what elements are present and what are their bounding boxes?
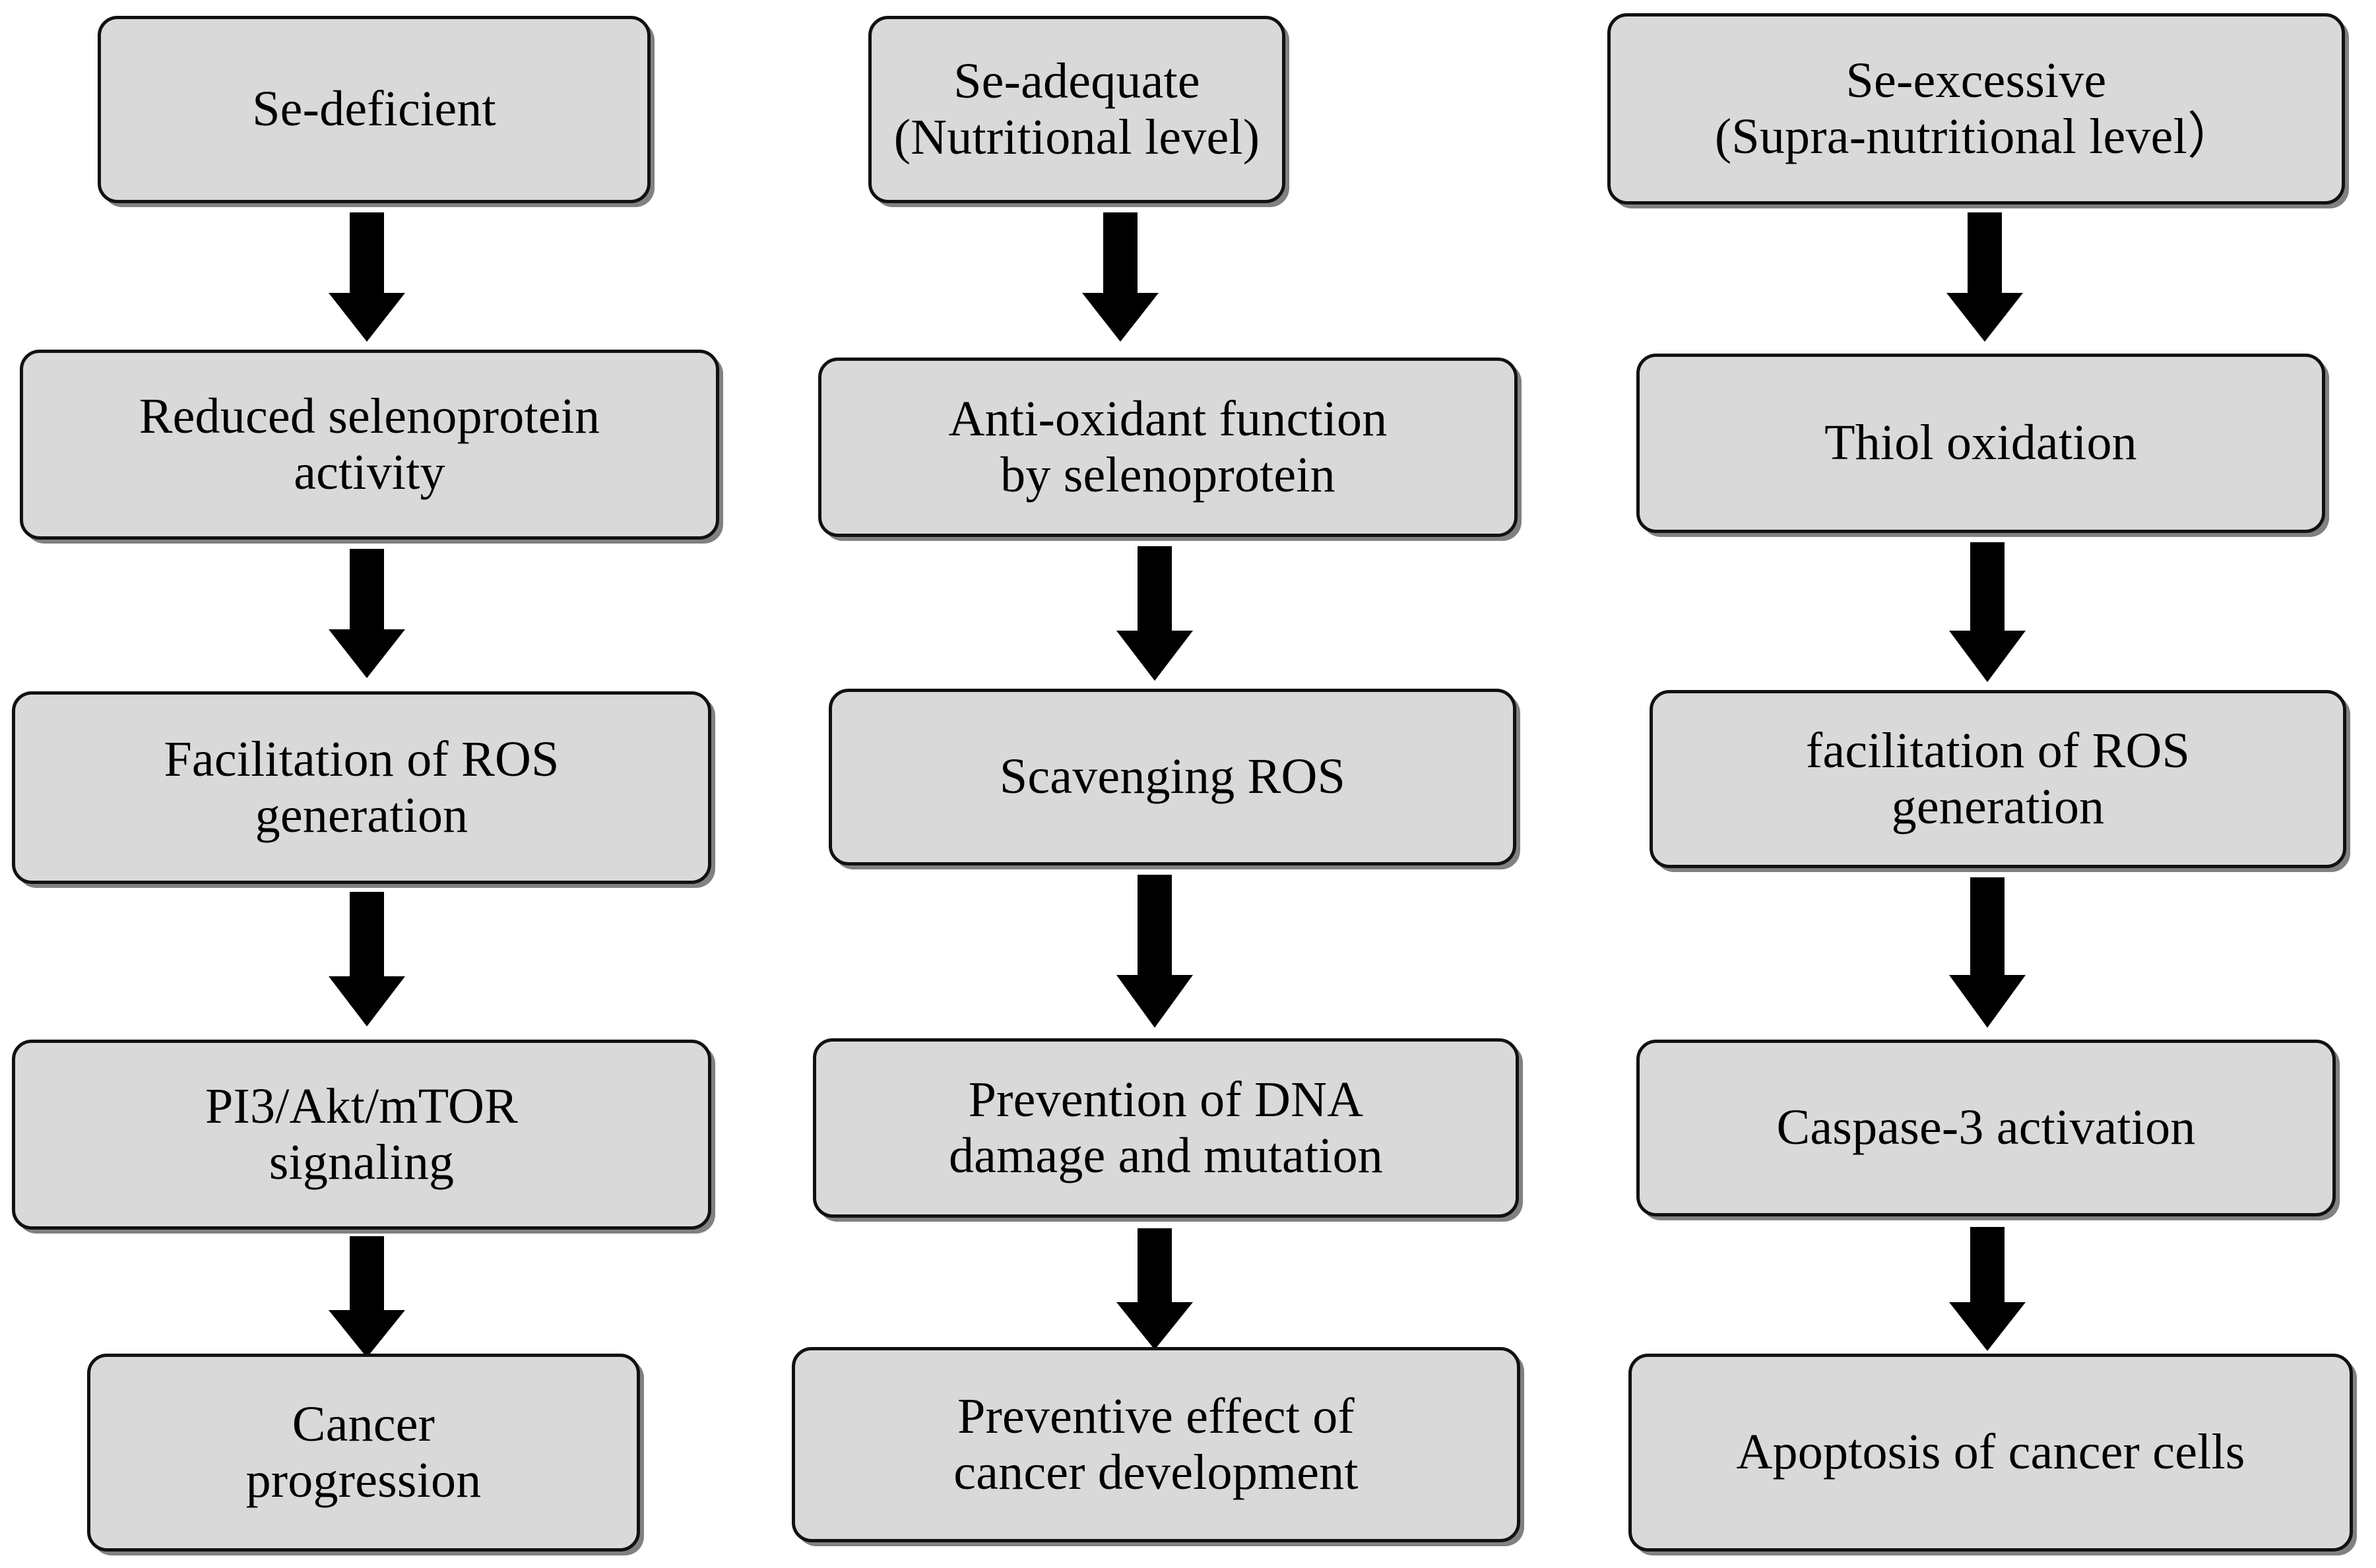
flow-arrow-down-icon — [329, 1236, 405, 1358]
flow-arrow-down-icon — [1116, 875, 1193, 1028]
flow-node-se-deficient[interactable]: Se-deficient — [98, 16, 651, 203]
flow-arrow-down-icon — [1949, 877, 2026, 1028]
flow-node-label: Prevention of DNA damage and mutation — [948, 1071, 1384, 1183]
flow-arrow-down-icon — [329, 892, 405, 1026]
flow-node-se-adequate[interactable]: Se-adequate (Nutritional level) — [868, 16, 1285, 203]
flow-node-label: Anti-oxidant function by selenoprotein — [948, 391, 1388, 503]
flow-arrow-down-icon — [1949, 542, 2026, 682]
flow-node-se-excessive[interactable]: Se-excessive (Supra-nutritional level） — [1607, 13, 2345, 204]
flow-node-label: Caspase-3 activation — [1776, 1100, 2196, 1156]
flow-node-preventive-effect-of-cancer-development[interactable]: Preventive effect of cancer development — [792, 1347, 1520, 1542]
flow-node-label: Reduced selenoprotein activity — [139, 388, 600, 500]
flow-node-apoptosis-of-cancer-cells[interactable]: Apoptosis of cancer cells — [1628, 1354, 2353, 1552]
flow-node-label: Se-adequate (Nutritional level) — [893, 53, 1260, 165]
flow-node-label: Se-excessive (Supra-nutritional level） — [1714, 52, 2238, 164]
flow-node-facilitation-of-ros-generation[interactable]: Facilitation of ROS generation — [12, 691, 711, 884]
flow-arrow-down-icon — [1946, 212, 2023, 342]
flow-node-label: PI3/Akt/mTOR signaling — [205, 1078, 518, 1190]
flow-node-cancer-progression[interactable]: Cancer progression — [87, 1354, 640, 1552]
flow-node-label: Apoptosis of cancer cells — [1736, 1424, 2245, 1480]
flow-node-scavenging-ros[interactable]: Scavenging ROS — [829, 689, 1516, 865]
flow-arrow-down-icon — [1082, 212, 1159, 342]
flow-node-label: facilitation of ROS generation — [1805, 722, 2191, 834]
flow-node-pi3-akt-mtor-signaling[interactable]: PI3/Akt/mTOR signaling — [12, 1040, 711, 1230]
flow-node-label: Cancer progression — [245, 1396, 482, 1508]
flow-node-anti-oxidant-function-by-selenoprotein[interactable]: Anti-oxidant function by selenoprotein — [818, 358, 1518, 537]
flow-arrow-down-icon — [329, 212, 405, 342]
flow-arrow-down-icon — [1116, 546, 1193, 681]
flow-node-label: Thiol oxidation — [1824, 415, 2137, 471]
flow-node-thiol-oxidation[interactable]: Thiol oxidation — [1636, 354, 2325, 533]
flow-node-prevention-of-dna-damage-and-mutation[interactable]: Prevention of DNA damage and mutation — [813, 1038, 1519, 1218]
flow-node-facilitation-of-ros-generation-excessive[interactable]: facilitation of ROS generation — [1650, 690, 2346, 868]
flow-node-reduced-selenoprotein-activity[interactable]: Reduced selenoprotein activity — [20, 350, 719, 540]
flow-node-label: Scavenging ROS — [999, 749, 1346, 805]
flow-node-caspase-3-activation[interactable]: Caspase-3 activation — [1636, 1040, 2336, 1216]
flow-arrow-down-icon — [329, 549, 405, 678]
flow-node-label: Se-deficient — [252, 81, 496, 137]
flow-arrow-down-icon — [1116, 1228, 1193, 1350]
flow-node-label: Preventive effect of cancer development — [953, 1388, 1359, 1500]
flow-arrow-down-icon — [1949, 1227, 2026, 1351]
flow-node-label: Facilitation of ROS generation — [164, 731, 560, 843]
